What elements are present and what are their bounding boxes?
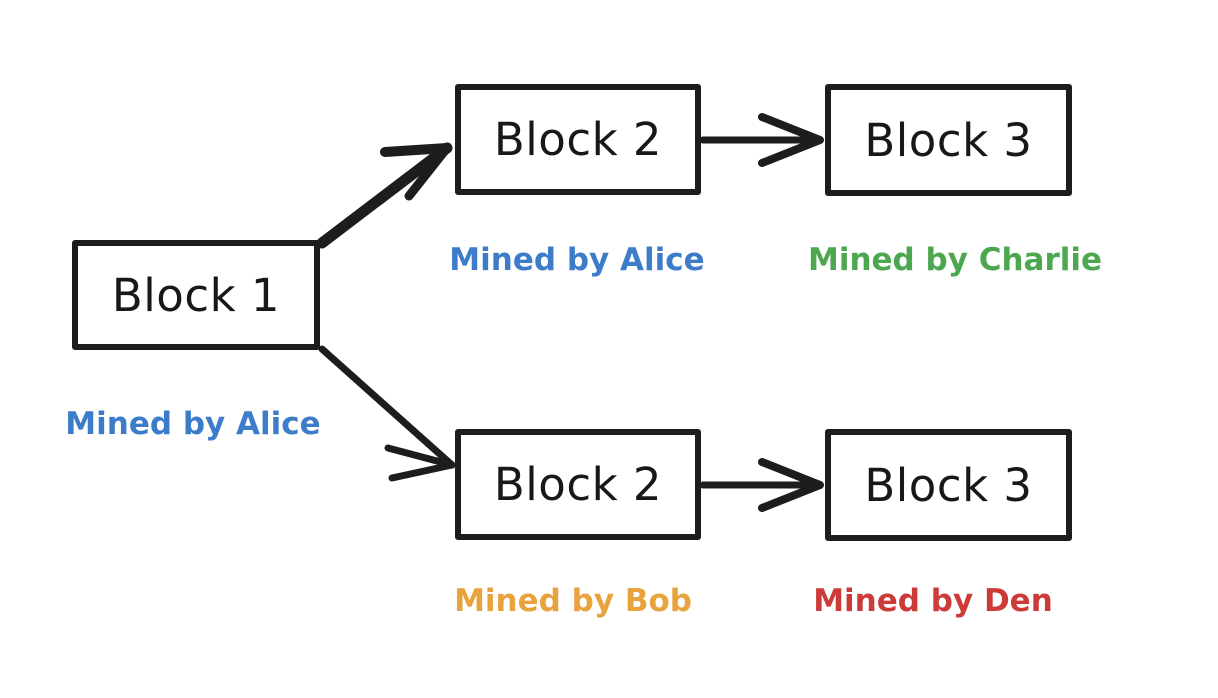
block-label: Block 3 [864,113,1033,167]
block-node-block-3-top[interactable]: Block 3 [825,84,1072,196]
arrow-chain-bottom [699,458,824,512]
miner-label-block-1: Mined by Alice [65,406,321,442]
miner-label-block-3-bottom: Mined by Den [813,583,1053,619]
arrow-chain-top [699,113,824,167]
arrow-fork-down [318,345,456,482]
block-label: Block 1 [111,268,281,322]
miner-label-block-2-bottom: Mined by Bob [454,583,692,619]
miner-label-block-2-top: Mined by Alice [449,242,705,278]
block-node-block-3-bottom[interactable]: Block 3 [825,429,1072,541]
block-node-block-1[interactable]: Block 1 [72,240,320,350]
block-label: Block 2 [493,458,663,511]
block-node-block-2-top[interactable]: Block 2 [455,84,701,195]
arrow-fork-up [316,142,453,249]
miner-label-block-3-top: Mined by Charlie [807,242,1103,278]
block-label: Block 3 [864,458,1033,512]
block-label: Block 2 [493,113,663,166]
block-node-block-2-bottom[interactable]: Block 2 [455,429,701,540]
